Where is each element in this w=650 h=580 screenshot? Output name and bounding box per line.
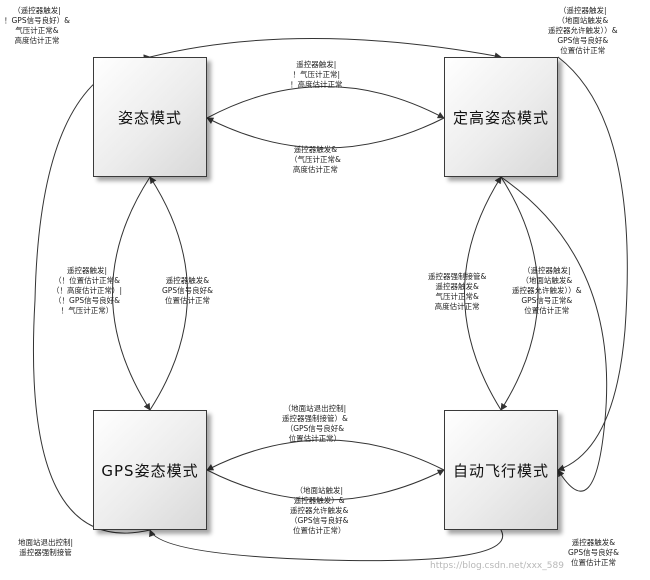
edge-attitude-gps-right	[149, 176, 188, 411]
label-line: 遥控器触发|	[67, 266, 108, 275]
label-line: 遥控器触发&	[293, 145, 338, 154]
label-line: 遥控器触发&	[571, 538, 616, 547]
label-top-left-outer: （遥控器触发| ！GPS信号良好）& 气压计正常& 高度估计正常	[4, 6, 70, 46]
label-line: 位置估计正常	[164, 296, 210, 305]
label-line: （！高度估计正常）|	[52, 286, 123, 295]
label-line: 位置估计正常	[560, 46, 606, 55]
label-line: （地面站触发&	[557, 16, 609, 25]
edge-attitude-gps-left	[112, 176, 151, 411]
state-gps-label: GPS姿态模式	[101, 461, 199, 480]
label-line: （地面站退出控制|	[283, 404, 347, 413]
label-althold-auto-left: 遥控器强制接管& 遥控器触发& 气压计正常& 高度估计正常	[428, 272, 486, 312]
label-line: （！GPS信号良好&	[54, 296, 120, 305]
label-attitude-gps-left: 遥控器触发| （！位置估计正常& （！高度估计正常）| （！GPS信号良好& ！…	[52, 266, 122, 316]
label-line: （遥控器触发|	[13, 6, 61, 15]
label-line: （GPS信号良好&	[290, 516, 349, 525]
label-line: 遥控器触发&	[435, 282, 479, 291]
label-line: 高度估计正常	[434, 302, 480, 311]
label-gps-auto-top: （地面站退出控制| 遥控器强制接管）& （GPS信号良好& 位置估计正常）	[282, 404, 348, 444]
label-line: GPS信号良好&	[568, 548, 619, 557]
label-line: ！高度估计正常	[290, 80, 343, 89]
label-line: 遥控器触发）&	[293, 496, 345, 505]
label-bottom-left-outer: 地面站退出控制| 遥控器强制接管	[18, 538, 73, 558]
label-line: GPS信号正常&	[521, 296, 573, 305]
label-althold-auto-right: （遥控器触发| （地面站触发& 遥控器允许触发））& GPS信号正常& 位置估计…	[512, 266, 582, 316]
state-auto: 自动飞行模式	[444, 410, 558, 530]
edge-althold-to-attitude	[206, 117, 445, 149]
edge-attitude-to-althold	[206, 86, 445, 119]
label-bottom-right-outer: 遥控器触发& GPS信号良好& 位置估计正常	[568, 538, 619, 568]
label-line: 遥控器允许触发））&	[512, 286, 582, 295]
label-line: （GPS信号良好&	[285, 424, 345, 433]
label-line: 地面站退出控制|	[18, 538, 74, 547]
label-line: 遥控器允许触发））&	[548, 26, 618, 35]
label-line: 位置估计正常	[570, 558, 616, 567]
label-line: ！气压计正常）	[60, 306, 114, 315]
label-line: （地面站触发&	[521, 276, 573, 285]
label-althold-to-attitude: 遥控器触发& （气压计正常& 高度估计正常	[290, 145, 341, 175]
edge-outer-right	[500, 176, 608, 492]
label-line: 高度估计正常	[14, 36, 60, 45]
state-auto-label: 自动飞行模式	[452, 461, 549, 480]
edge-gps-to-auto-top	[206, 439, 445, 471]
label-line: （气压计正常&	[290, 155, 341, 164]
label-line: 气压计正常&	[15, 26, 59, 35]
label-line: 位置估计正常	[524, 306, 570, 315]
label-line: 高度估计正常	[292, 165, 338, 174]
label-attitude-to-althold: 遥控器触发| ！气压计正常| ！高度估计正常	[290, 60, 343, 90]
label-line: 气压计正常&	[435, 292, 479, 301]
edge-outer-right-top	[557, 56, 628, 472]
edge-outer-bottom	[149, 529, 504, 562]
edge-outer-top	[149, 38, 502, 60]
edge-althold-auto-right	[500, 176, 539, 411]
state-gps: GPS姿态模式	[93, 410, 207, 530]
label-line: （遥控器触发|	[523, 266, 571, 275]
label-line: 位置估计正常）	[292, 526, 346, 535]
label-line: 遥控器强制接管）&	[282, 414, 348, 423]
label-line: ！气压计正常|	[292, 70, 341, 79]
label-line: （！位置估计正常&	[54, 276, 120, 285]
state-althold-label: 定高姿态模式	[452, 108, 549, 127]
label-line: ！GPS信号良好）&	[4, 16, 70, 25]
watermark: https://blog.csdn.net/xxx_589	[430, 561, 564, 571]
label-gps-auto-bottom: （地面站触发| 遥控器触发）& 遥控器允许触发& （GPS信号良好& 位置估计正…	[290, 486, 348, 536]
label-attitude-gps-right: 遥控器触发& GPS信号良好& 位置估计正常	[162, 276, 213, 306]
label-line: （地面站触发|	[295, 486, 343, 495]
state-attitude: 姿态模式	[93, 57, 207, 177]
state-althold: 定高姿态模式	[444, 57, 558, 177]
label-line: 遥控器触发&	[165, 276, 210, 285]
label-top-right-outer: （遥控器触发| （地面站触发& 遥控器允许触发））& GPS信号良好& 位置估计…	[548, 6, 618, 56]
label-line: 遥控器触发|	[296, 60, 337, 69]
edge-auto-to-gps-bottom	[206, 469, 445, 501]
state-attitude-label: 姿态模式	[117, 108, 182, 127]
edge-outer-left	[32, 54, 151, 534]
label-line: （遥控器触发|	[559, 6, 607, 15]
edge-althold-auto-left	[464, 176, 502, 411]
label-line: 位置估计正常）	[288, 434, 342, 443]
label-line: 遥控器强制接管&	[428, 272, 487, 281]
label-line: 遥控器允许触发&	[290, 506, 349, 515]
label-line: GPS信号良好&	[162, 286, 213, 295]
label-line: GPS信号良好&	[557, 36, 609, 45]
label-line: 遥控器强制接管	[19, 548, 72, 557]
